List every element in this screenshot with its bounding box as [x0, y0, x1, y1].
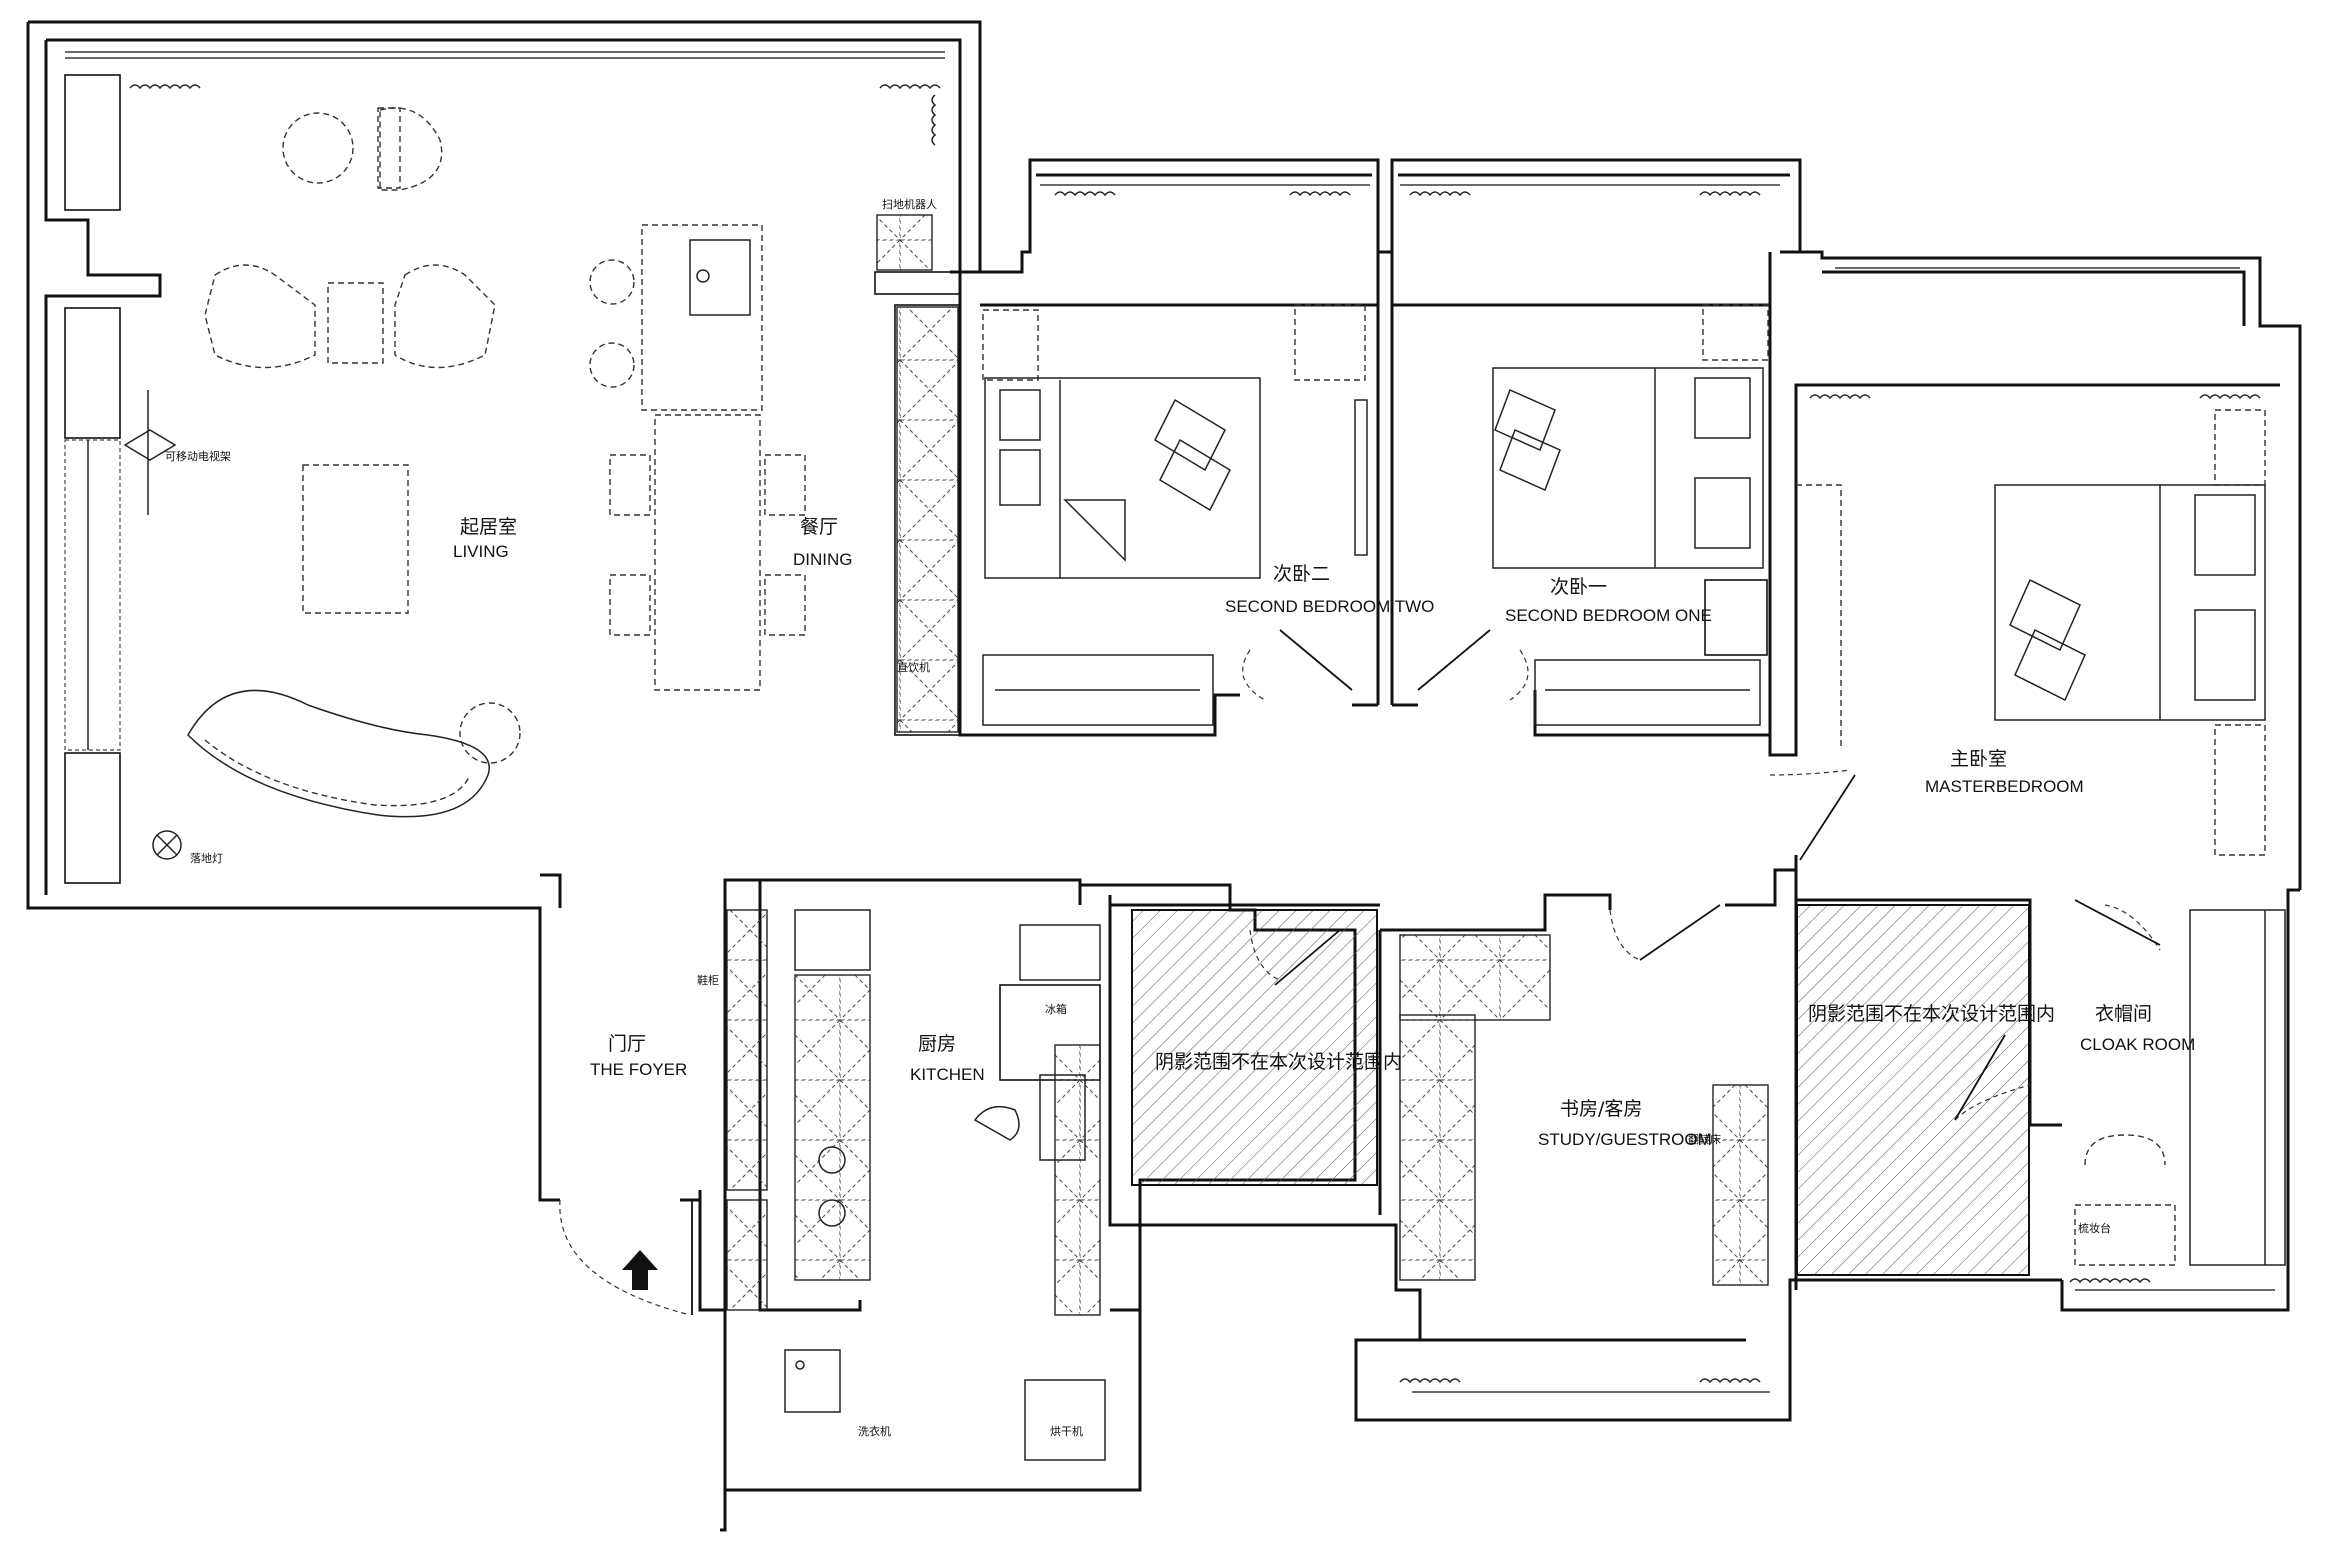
fixture-labels: 扫地机器人 可移动电视架 落地灯 直饮机 鞋柜 冰箱 洗衣机 烘干机 翻转床 梳… — [165, 197, 2111, 1438]
fixture-tv-rack: 可移动电视架 — [165, 449, 231, 463]
label-foyer-en: THE FOYER — [590, 1060, 687, 1079]
shaded-areas — [1131, 904, 2030, 1276]
label-kitchen-en: KITCHEN — [910, 1065, 985, 1084]
bedroom2-furniture — [982, 304, 1368, 726]
fixture-shoe: 鞋柜 — [697, 973, 719, 987]
note-shaded-b: 阴影范围不在本次设计范围内 — [1808, 1003, 2055, 1025]
master-furniture — [1796, 409, 2266, 856]
fixture-fridge: 冰箱 — [1045, 1002, 1067, 1016]
kitchen-furniture — [726, 909, 1106, 1461]
label-dining-cn: 餐厅 — [800, 516, 838, 538]
label-living-cn: 起居室 — [460, 516, 517, 538]
fixture-washer: 洗衣机 — [858, 1424, 891, 1438]
label-master-en: MASTERBEDROOM — [1925, 777, 2084, 796]
fixture-dryer: 烘干机 — [1050, 1424, 1083, 1438]
label-living-en: LIVING — [453, 542, 509, 561]
fixture-floor-lamp: 落地灯 — [190, 852, 223, 865]
label-bedroom2-cn: 次卧二 — [1273, 563, 1330, 585]
label-cloak-en: CLOAK ROOM — [2080, 1035, 2195, 1054]
doors — [559, 629, 2161, 1316]
label-bedroom1-en: SECOND BEDROOM ONE — [1505, 606, 1712, 625]
dining-cabinet — [876, 214, 959, 733]
label-bedroom2-en: SECOND BEDROOM TWO — [1225, 597, 1434, 616]
cloak-furniture — [2074, 909, 2286, 1266]
fixture-flip-bed: 翻转床 — [1688, 1132, 1721, 1146]
label-bedroom1-cn: 次卧一 — [1550, 576, 1607, 598]
label-foyer-cn: 门厅 — [608, 1033, 646, 1055]
fixture-vanity: 梳妆台 — [2078, 1221, 2111, 1235]
dining-furniture — [589, 224, 806, 691]
label-master-cn: 主卧室 — [1950, 748, 2007, 770]
windows — [64, 51, 2275, 1393]
fixture-water: 直饮机 — [897, 660, 930, 674]
bedroom1-furniture — [1492, 304, 1769, 726]
entry-arrow-icon — [622, 1250, 658, 1290]
exterior-walls — [26, 20, 2302, 1532]
living-furniture — [123, 107, 521, 860]
label-study-cn: 书房/客房 — [1560, 1098, 1642, 1120]
note-shaded-a: 阴影范围不在本次设计范围内 — [1155, 1051, 1402, 1073]
room-labels: 起居室 LIVING 餐厅 DINING 门厅 THE FOYER 厨房 KIT… — [453, 516, 2195, 1149]
fixture-robot: 扫地机器人 — [882, 197, 937, 211]
study-furniture — [1399, 934, 1769, 1286]
living-left-cabinets — [64, 439, 121, 751]
label-dining-en: DINING — [793, 550, 853, 569]
label-cloak-cn: 衣帽间 — [2095, 1003, 2152, 1025]
label-kitchen-cn: 厨房 — [918, 1033, 956, 1055]
label-study-en: STUDY/GUESTROOM — [1538, 1130, 1712, 1149]
